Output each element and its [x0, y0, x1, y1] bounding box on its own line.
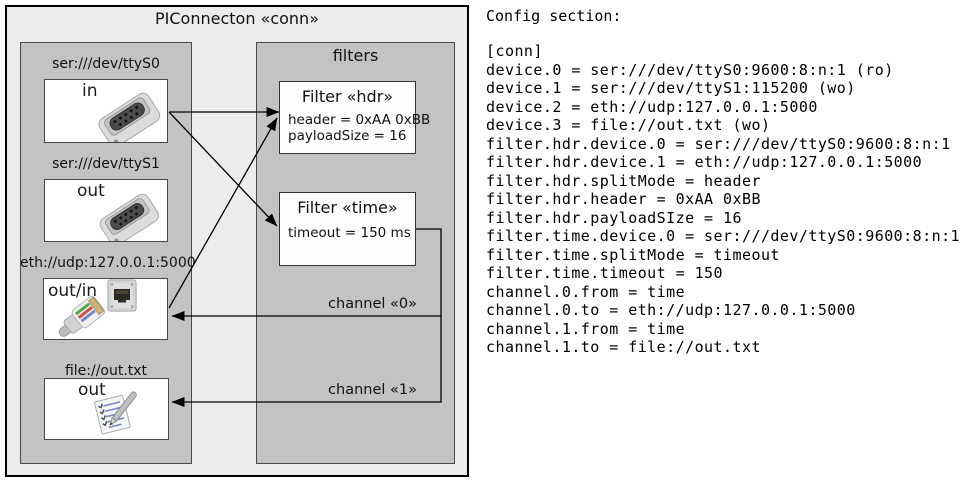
device-box-file: out	[44, 378, 169, 440]
device-direction: out	[77, 181, 105, 201]
rj45-plug-icon	[58, 295, 105, 337]
filter-param: header = 0xAA 0xBB	[288, 112, 431, 128]
device-direction: out/in	[48, 281, 98, 301]
device-direction: out	[78, 380, 106, 400]
filter-time-box: Filter «time» timeout = 150 ms	[279, 192, 416, 266]
filter-time-title: Filter «time»	[297, 198, 398, 217]
device-label-ttys0: ser:///dev/ttyS0	[52, 56, 160, 72]
device-box-ttys0: in	[44, 79, 168, 143]
device-box-ttys1: out	[44, 179, 168, 242]
device-box-eth: out/in	[43, 278, 168, 340]
filters-panel-title: filters	[332, 46, 379, 65]
ethernet-port-icon	[107, 279, 137, 312]
device-label-file: file://out.txt	[64, 363, 148, 379]
serial-connector-icon	[99, 193, 159, 241]
device-direction: in	[82, 81, 98, 101]
diagram-title: PIConnecton «conn»	[155, 9, 319, 28]
filter-time-params: timeout = 150 ms	[288, 225, 411, 241]
config-body: [conn] device.0 = ser:///dev/ttyS0:9600:…	[486, 42, 961, 356]
notepad-pen-icon	[94, 391, 137, 435]
serial-connector-icon	[98, 92, 161, 142]
channel-1-label: channel «1»	[328, 382, 417, 398]
filter-hdr-title: Filter «hdr»	[301, 87, 394, 106]
config-heading: Config section:	[486, 7, 622, 25]
filter-param: payloadSize = 16	[288, 128, 407, 144]
filter-param: timeout = 150 ms	[288, 225, 411, 241]
device-label-ttys1: ser:///dev/ttyS1	[52, 156, 160, 172]
device-label-eth: eth://udp:127.0.0.1:5000	[20, 255, 196, 271]
channel-0-label: channel «0»	[328, 296, 417, 312]
